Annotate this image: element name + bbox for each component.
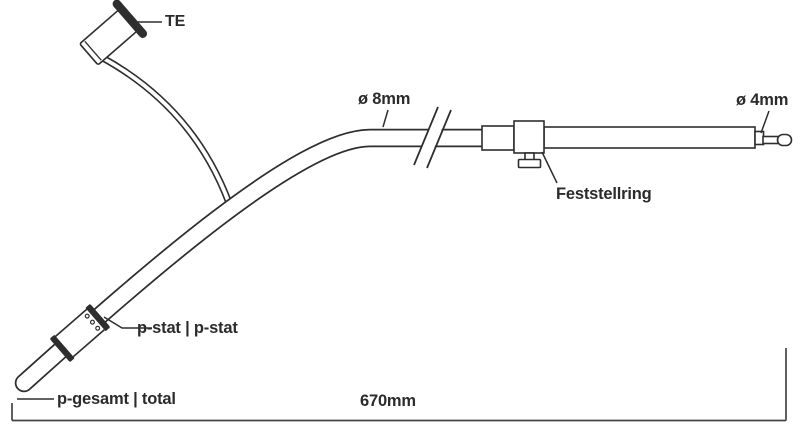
tip-head — [776, 133, 793, 147]
locking-ring-body — [513, 120, 545, 154]
static-hole — [84, 313, 90, 319]
sleeve-band-upper — [85, 304, 110, 331]
te-connector-end-line — [84, 40, 102, 61]
dimension-670mm — [11, 348, 787, 422]
break-slash — [413, 106, 439, 166]
label-tip-diameter: ø 4mm — [736, 91, 789, 109]
te-connector-disc — [112, 0, 148, 38]
locking-ring-leader-line — [541, 151, 558, 184]
probe-tube — [14, 128, 496, 393]
static-pressure-leader-line — [103, 316, 152, 329]
static-hole — [95, 325, 101, 331]
diameter8-leader-line — [382, 109, 389, 128]
outer-tube — [543, 126, 756, 149]
locking-screw-knob — [517, 158, 542, 169]
label-te: TE — [165, 13, 186, 30]
diameter4-leader-line — [760, 110, 770, 134]
label-total-length: 670mm — [360, 392, 416, 410]
break-slash — [426, 109, 452, 169]
te-connector — [79, 0, 148, 65]
static-hole — [89, 319, 95, 325]
static-pressure-sleeve — [50, 304, 110, 362]
te-tube — [99, 53, 233, 205]
break-symbol — [413, 104, 452, 169]
label-tube-diameter: ø 8mm — [358, 90, 411, 108]
label-locking-ring: Feststellring — [556, 185, 652, 203]
sleeve-band-lower — [50, 335, 75, 362]
break-gap — [413, 104, 452, 168]
coupling-sleeve — [481, 125, 515, 151]
label-static-pressure: p-stat | p-stat — [137, 319, 238, 337]
label-total-pressure: p-gesamt | total — [57, 390, 176, 408]
